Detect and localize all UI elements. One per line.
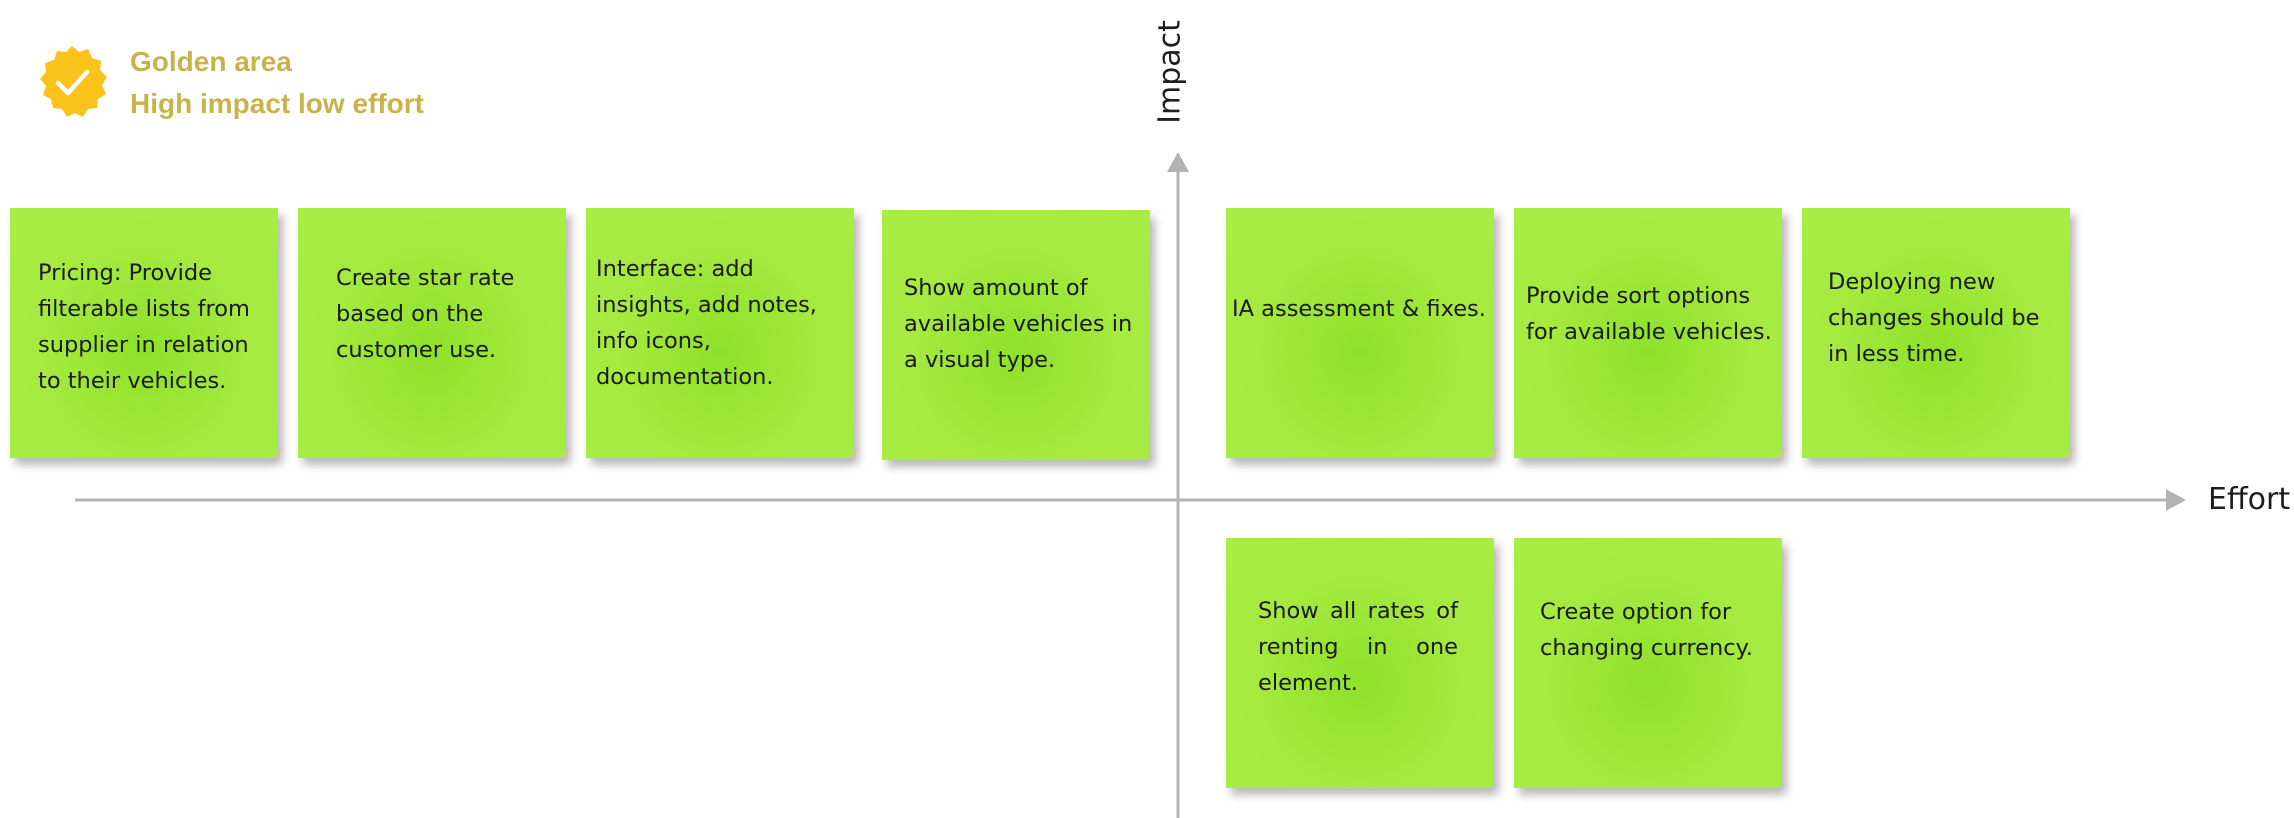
sticky-note[interactable]: Provide sort options for available vehic… bbox=[1514, 208, 1782, 458]
sticky-note-text: Provide sort options for available vehic… bbox=[1526, 283, 1772, 345]
sticky-note-text: Create option for changing currency. bbox=[1540, 599, 1753, 661]
sticky-note-text: Deploying new changes should be in less … bbox=[1828, 269, 2040, 367]
legend-subtitle: High impact low effort bbox=[130, 88, 424, 119]
badge-shape bbox=[40, 46, 107, 117]
sticky-note-text: Show amount of available vehicles in a v… bbox=[904, 275, 1133, 373]
sticky-note[interactable]: Show amount of available vehicles in a v… bbox=[882, 210, 1150, 460]
sticky-note-text: Interface: add insights, add notes, info… bbox=[596, 256, 817, 390]
sticky-note[interactable]: Deploying new changes should be in less … bbox=[1802, 208, 2070, 458]
sticky-note-text: IA assessment & fixes. bbox=[1232, 296, 1486, 322]
sticky-note[interactable]: Create star rate based on the customer u… bbox=[298, 208, 566, 458]
y-axis-arrow bbox=[1167, 152, 1189, 172]
check-mark bbox=[55, 69, 90, 96]
sticky-note[interactable]: IA assessment & fixes. bbox=[1226, 208, 1494, 458]
y-axis-label: Impact bbox=[1152, 20, 1188, 124]
legend-title: Golden area bbox=[130, 46, 292, 77]
sticky-note[interactable]: Pricing: Provide filterable lists from s… bbox=[10, 208, 278, 458]
x-axis-arrow bbox=[2166, 489, 2186, 511]
sticky-note[interactable]: Create option for changing currency. bbox=[1514, 538, 1782, 788]
sticky-note-text: Create star rate based on the customer u… bbox=[336, 265, 515, 363]
sticky-note-text: Show all rates of renting in one element… bbox=[1258, 598, 1458, 696]
x-axis-label: Effort bbox=[2208, 482, 2291, 517]
sticky-note-text: Pricing: Provide filterable lists from s… bbox=[38, 260, 250, 394]
check-badge-icon bbox=[40, 46, 107, 117]
sticky-note[interactable]: Show all rates of renting in one element… bbox=[1226, 538, 1494, 788]
sticky-note[interactable]: Interface: add insights, add notes, info… bbox=[586, 208, 854, 458]
